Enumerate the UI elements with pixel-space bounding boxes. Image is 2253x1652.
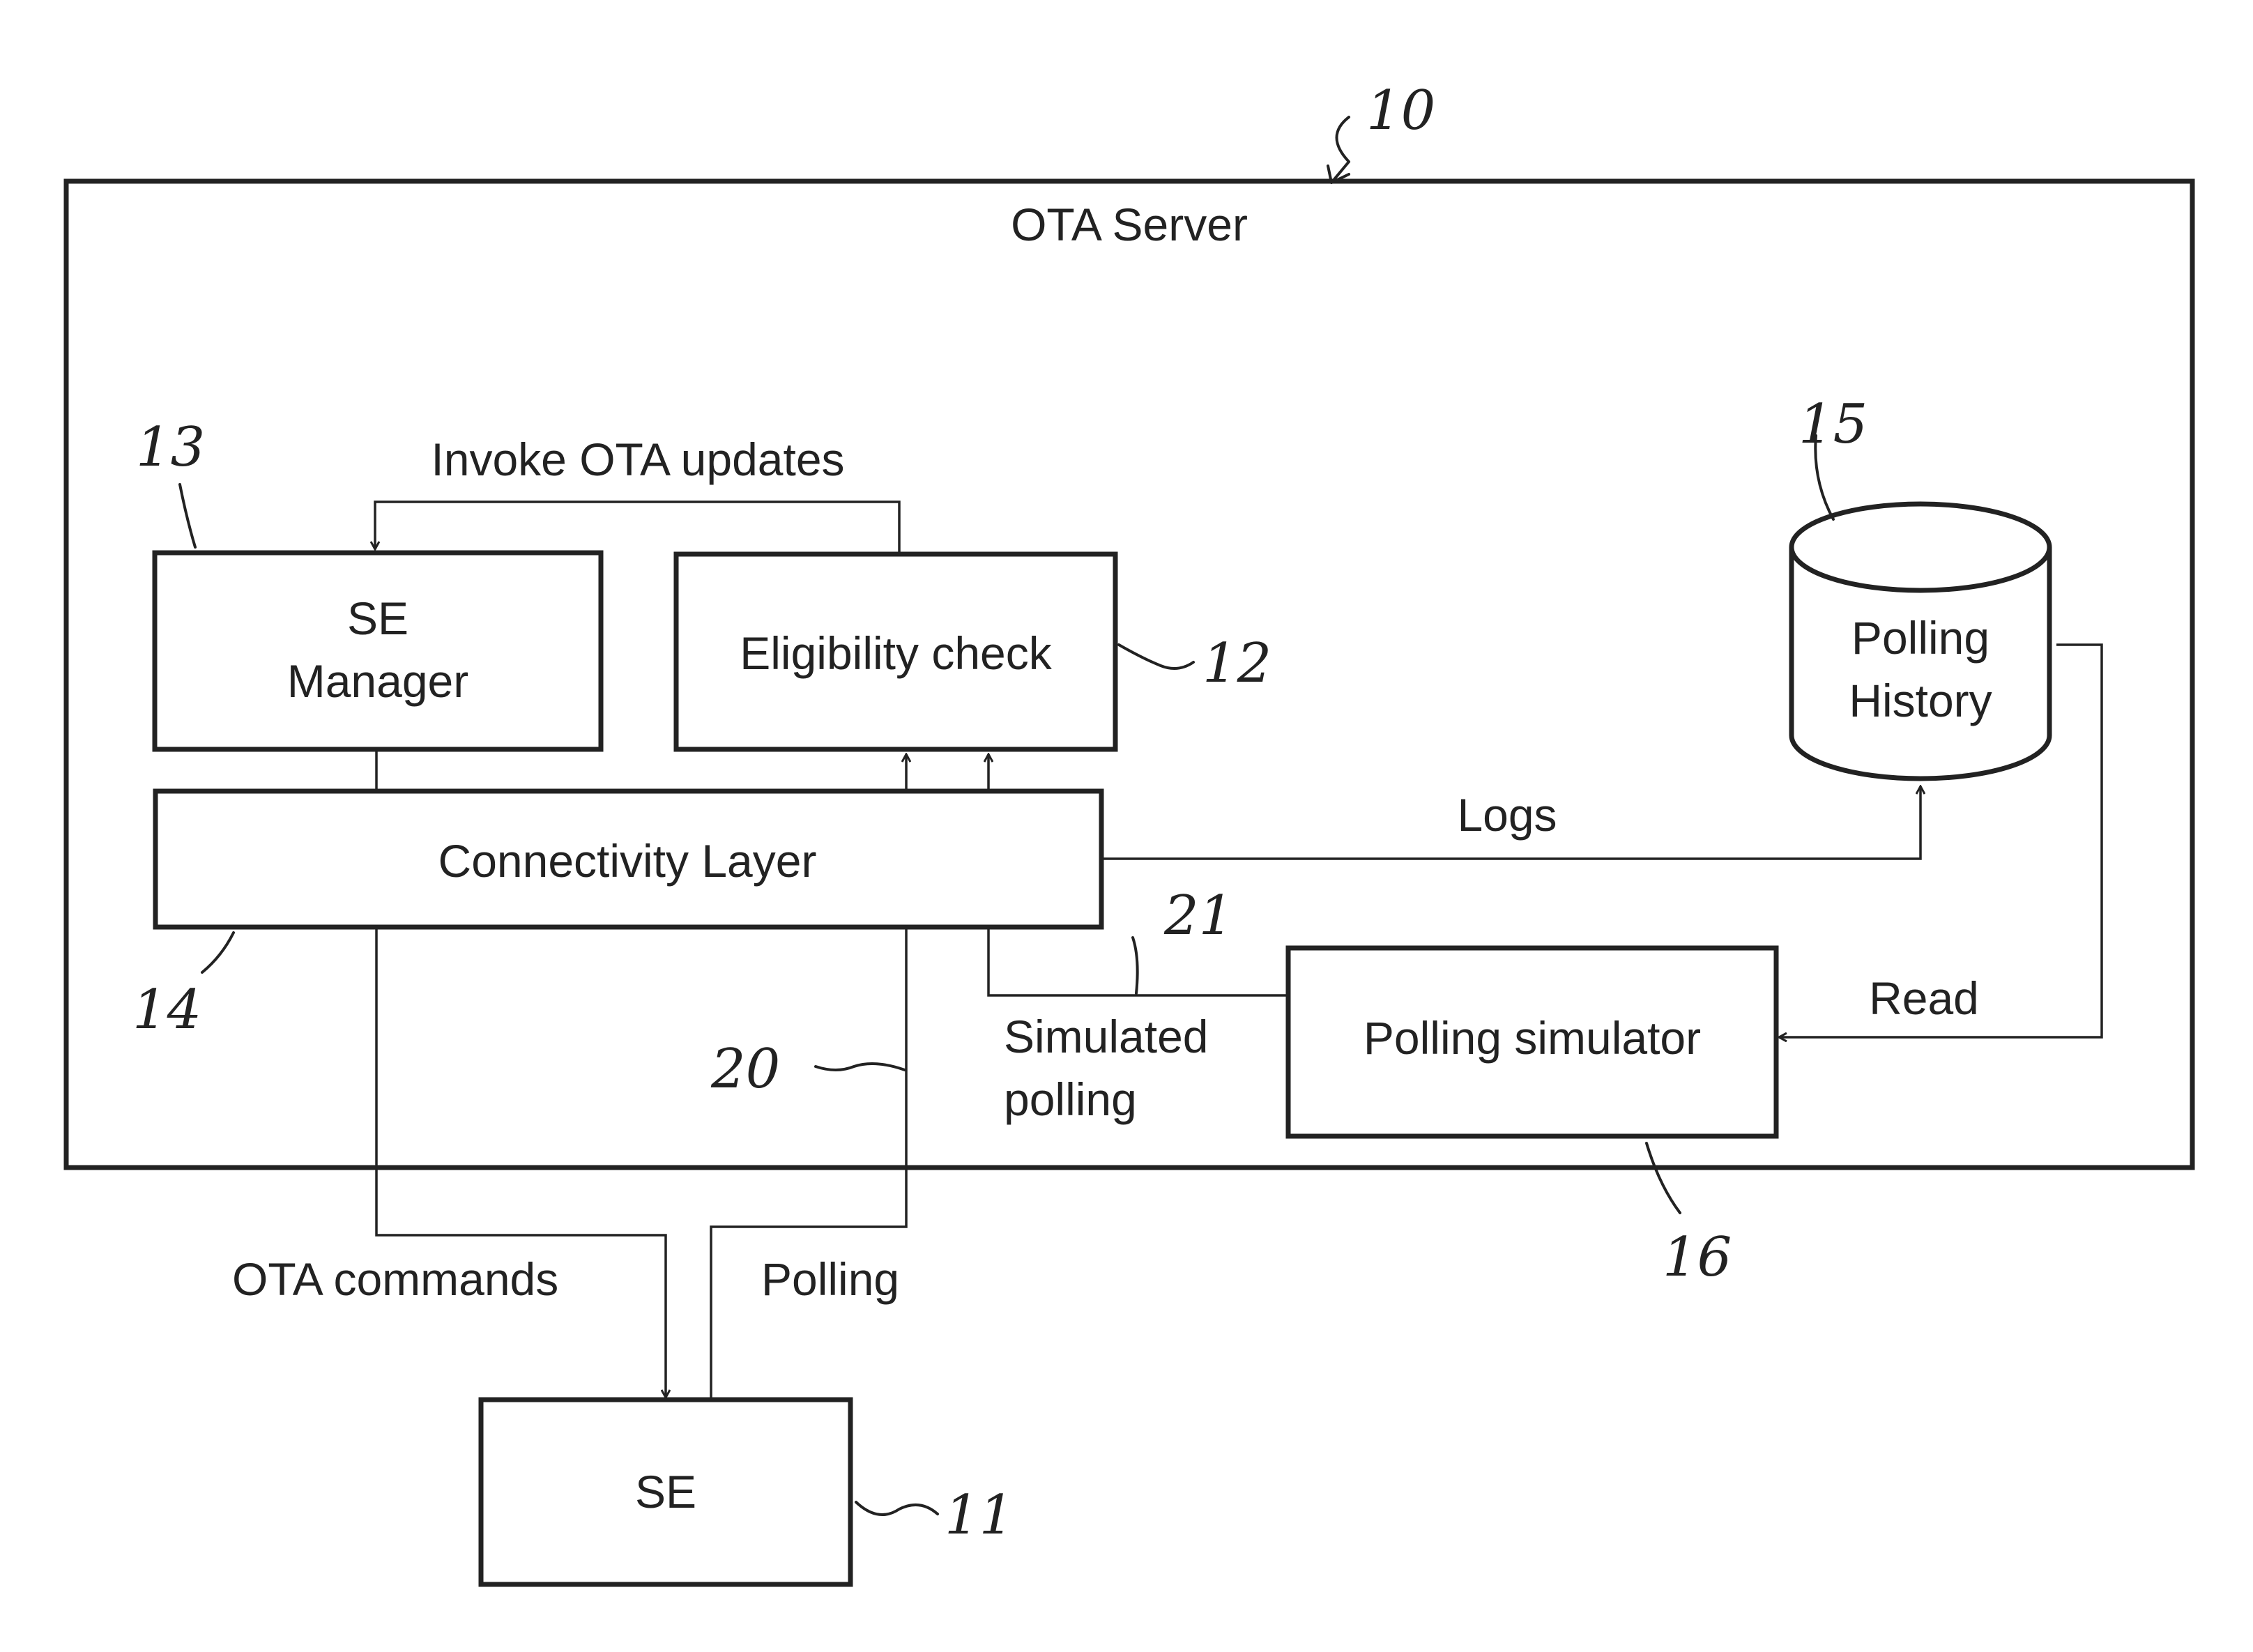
ref-21: 21 [1163,885,1233,947]
simulated-polling-label-line1: Simulated [1004,1011,1209,1062]
ref-20: 20 [710,1038,780,1101]
polling-history-label-line1: Polling [1851,612,1989,664]
logs-label: Logs [1457,789,1557,841]
ref-14-leader [202,933,234,972]
polling-history-label-line2: History [1849,675,1992,726]
se-block: SE [481,1400,850,1584]
se-manager-box [155,553,601,749]
ref-12-leader [1119,645,1193,668]
read-label: Read [1869,972,1979,1024]
ref-15: 15 [1798,393,1868,456]
se-manager-block: SE Manager [155,553,601,749]
se-manager-label-line1: SE [347,592,408,644]
invoke-label: Invoke OTA updates [431,434,844,485]
ref-21-leader [1133,938,1138,993]
simulated-polling-label-line2: polling [1004,1073,1137,1125]
ref-14: 14 [132,979,201,1041]
connectivity-layer-label: Connectivity Layer [438,835,817,887]
ref-10: 10 [1366,79,1435,142]
ota-commands-label: OTA commands [232,1253,558,1305]
ref-13-leader [180,484,195,547]
ref-20-leader [816,1064,905,1070]
ref-10-leader [1328,117,1349,183]
eligibility-check-label: Eligibility check [740,627,1052,679]
polling-label: Polling [761,1253,899,1305]
se-manager-label-line2: Manager [287,655,469,707]
ota-server-title: OTA Server [1011,199,1248,250]
invoke-arrow [375,502,899,554]
ref-13: 13 [136,416,205,479]
polling-simulator-label: Polling simulator [1364,1012,1701,1064]
ref-16: 16 [1663,1226,1732,1289]
polling-simulator-block: Polling simulator [1288,948,1776,1136]
ref-11-leader [856,1502,938,1515]
polling-history-block: Polling History [1792,504,2049,779]
se-label: SE [635,1466,696,1517]
ref-11: 11 [945,1484,1014,1547]
ref-12: 12 [1202,632,1271,695]
ref-16-leader [1647,1143,1680,1213]
connectivity-layer-block: Connectivity Layer [155,791,1101,927]
eligibility-check-block: Eligibility check [676,554,1115,749]
